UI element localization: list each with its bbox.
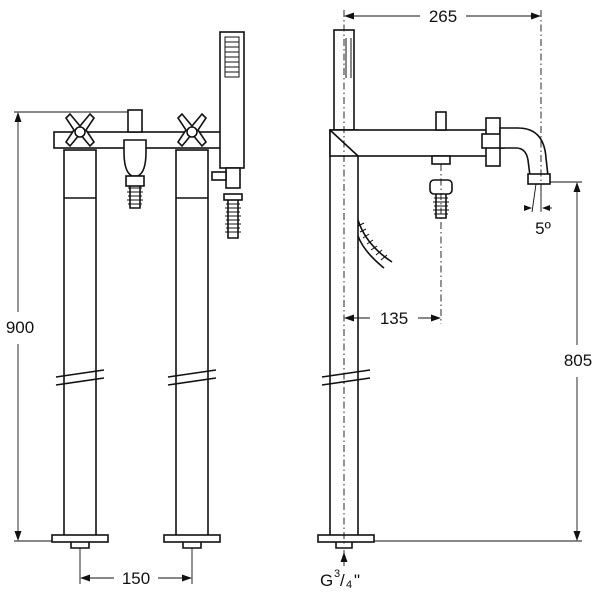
right-leg (163, 149, 221, 549)
angle-5-dimension (524, 183, 552, 213)
dim-inlet-offset: 135 (380, 309, 408, 328)
side-hose (357, 219, 393, 269)
dim-valve-spacing: 150 (122, 569, 150, 588)
right-cross-handle (176, 112, 208, 148)
side-arm (329, 111, 491, 165)
height-805-dimension (374, 181, 582, 542)
spacing-150-dimension (79, 548, 193, 584)
thread-unit: " (354, 571, 360, 590)
dim-spout-height: 805 (564, 351, 592, 370)
dim-overall-height: 900 (6, 318, 34, 337)
thread-slash: / (340, 571, 345, 590)
left-cross-handle (64, 112, 96, 148)
hand-shower (211, 31, 245, 239)
thread-numerator: 3 (334, 568, 340, 580)
reach-265-dimension (344, 12, 541, 20)
side-view: 265 135 5º 805 (317, 7, 592, 591)
side-column (317, 129, 375, 549)
side-cross-handle (481, 117, 505, 167)
front-view: 900 150 (6, 31, 245, 588)
height-900-dimension (14, 112, 22, 541)
dim-spout-angle: 5º (535, 219, 551, 238)
offset-135-dimension (344, 314, 441, 322)
left-leg (51, 149, 109, 549)
diverter (123, 139, 147, 209)
thread-denominator: 4 (346, 579, 352, 591)
dim-spout-reach: 265 (429, 7, 457, 26)
connection-thread-label: G 3 / 4 " (320, 568, 360, 591)
thread-prefix: G (320, 571, 333, 590)
